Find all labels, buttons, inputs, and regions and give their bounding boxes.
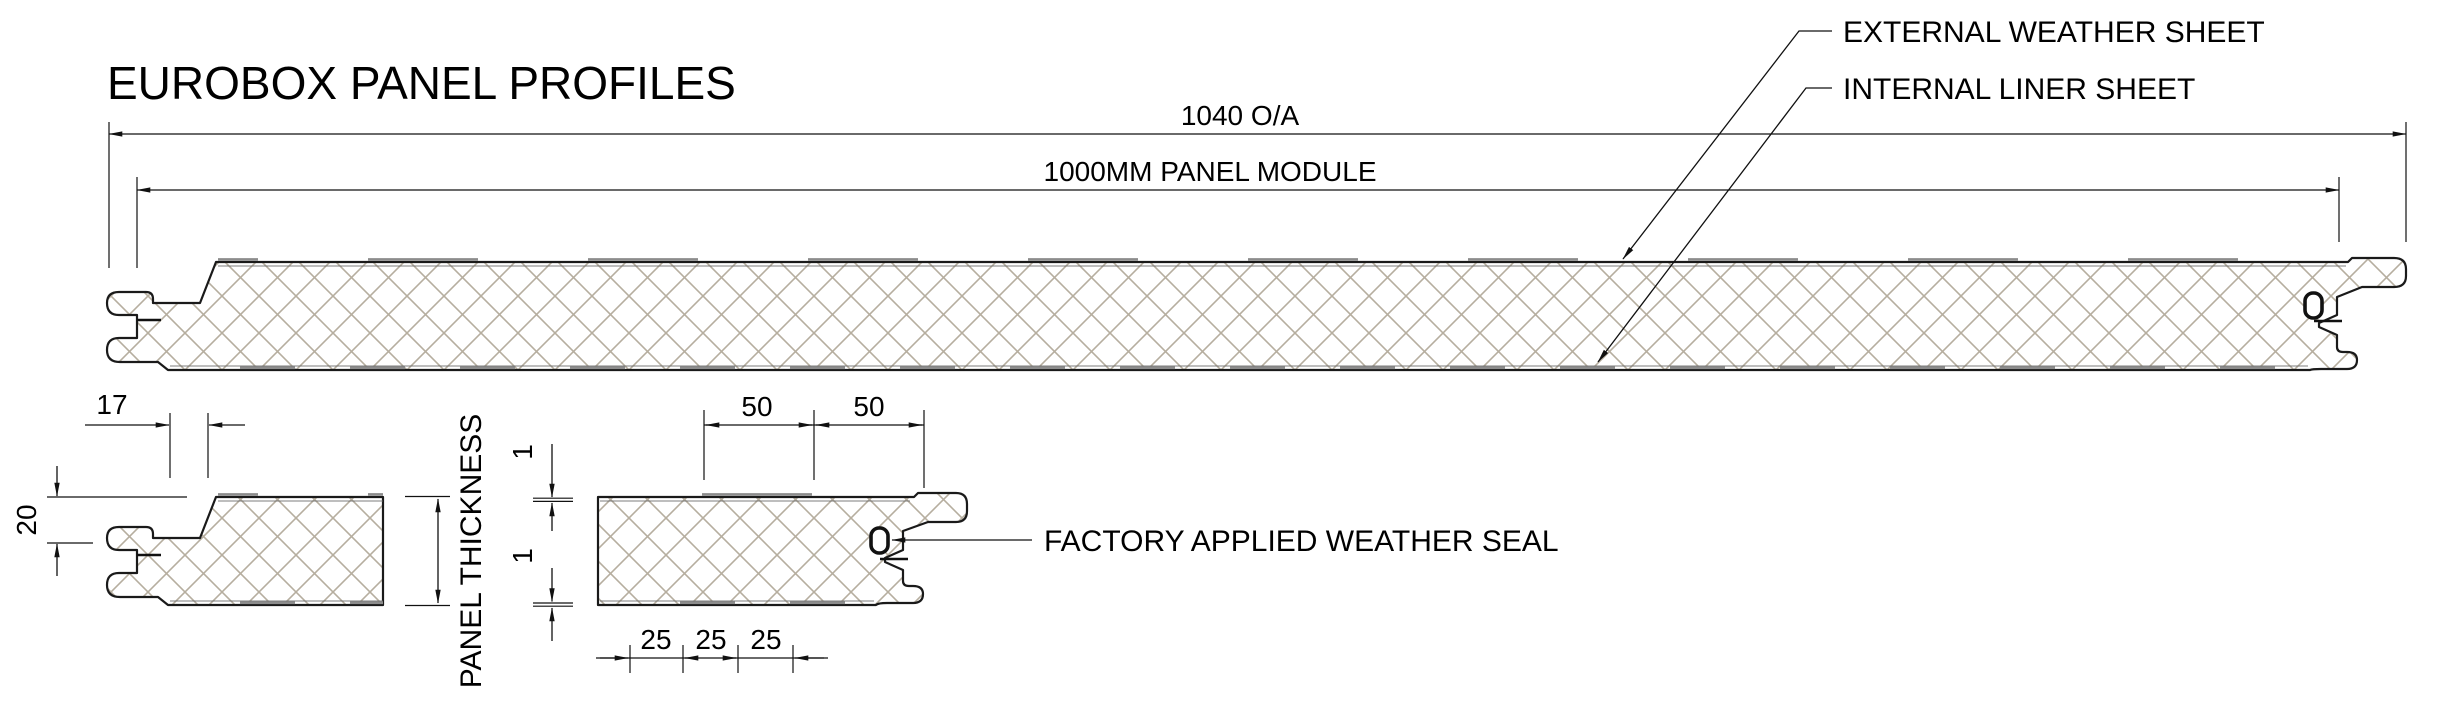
dimension-overall-1040: 1040 O/A: [108, 100, 2407, 268]
right-end-profile-detail: 50 50 1 1: [507, 391, 1559, 673]
dimension-1-bottom: 1: [507, 548, 573, 641]
dimension-module-1000: 1000MM PANEL MODULE: [136, 156, 2340, 268]
dim-text-50-b: 50: [853, 391, 884, 422]
dim-text-25-c: 25: [750, 624, 781, 655]
drawing-title: EUROBOX PANEL PROFILES: [107, 57, 736, 109]
dim-text-module: 1000MM PANEL MODULE: [1044, 156, 1377, 187]
dimension-25-25-25: 25 25 25: [596, 624, 828, 673]
dim-text-17: 17: [96, 389, 127, 420]
weather-seal-capsule: [869, 526, 890, 555]
leader-line: [1597, 87, 1832, 363]
detail-body-hatch: [105, 495, 385, 607]
internal-sheet-label: INTERNAL LINER SHEET: [1843, 73, 2195, 106]
dim-text-1-bottom: 1: [507, 548, 538, 564]
external-sheet-callout: EXTERNAL WEATHER SHEET: [1622, 16, 2265, 260]
dimension-panel-thickness: PANEL THICKNESS: [405, 414, 488, 689]
left-end-profile-detail: 17 20 PANEL THICKNESS: [11, 389, 488, 688]
panel-body-hatch: [105, 256, 2408, 372]
dim-text-50-a: 50: [741, 391, 772, 422]
panel-thickness-label: PANEL THICKNESS: [455, 414, 488, 689]
external-sheet-label: EXTERNAL WEATHER SHEET: [1843, 16, 2265, 49]
weather-seal-label: FACTORY APPLIED WEATHER SEAL: [1044, 525, 1559, 558]
internal-sheet-callout: INTERNAL LINER SHEET: [1597, 73, 2195, 363]
main-panel-section: [105, 256, 2408, 372]
dim-text-20: 20: [11, 504, 42, 535]
dim-text-25-b: 25: [695, 624, 726, 655]
dim-text-25-a: 25: [640, 624, 671, 655]
dimension-1-top: 1: [507, 444, 573, 531]
dim-text-overall: 1040 O/A: [1181, 100, 1300, 131]
leader-line: [1622, 30, 1832, 260]
dimension-20: 20: [11, 466, 187, 576]
dim-text-1-top: 1: [507, 444, 538, 460]
detail-body-hatch: [596, 491, 969, 607]
weather-seal-callout: FACTORY APPLIED WEATHER SEAL: [891, 525, 1559, 558]
weather-seal-capsule-main: [2303, 291, 2324, 320]
dimension-17: 17: [85, 389, 245, 478]
dimension-50-50: 50 50: [703, 391, 925, 488]
